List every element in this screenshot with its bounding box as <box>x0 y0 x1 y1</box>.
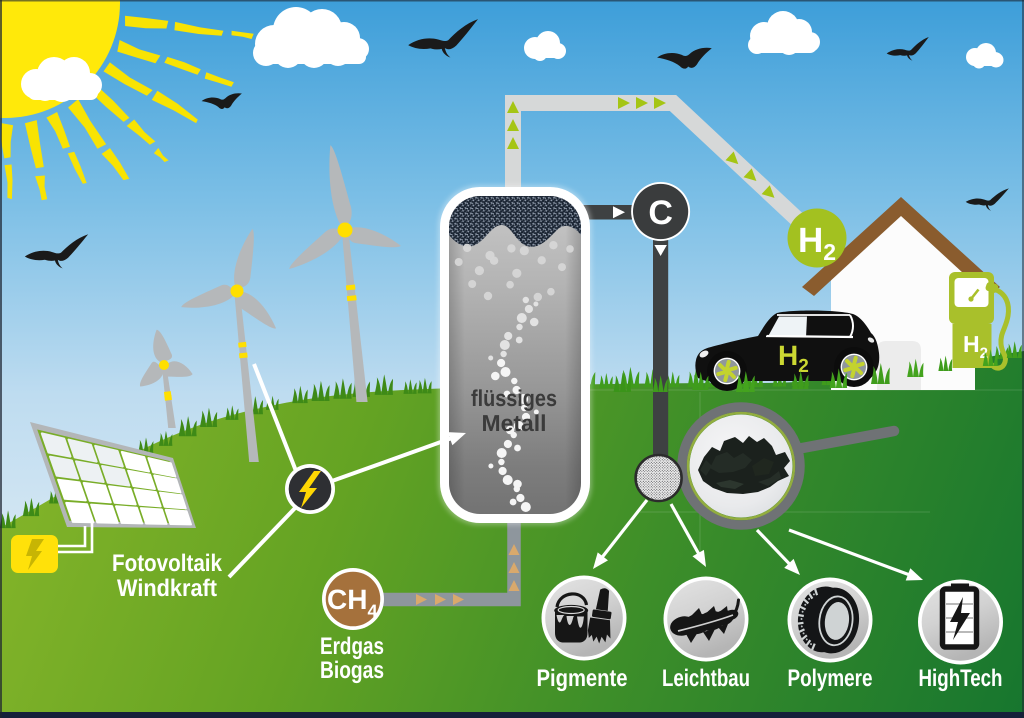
svg-text:Metall: Metall <box>482 410 547 436</box>
svg-text:HighTech: HighTech <box>919 665 1003 692</box>
svg-text:Windkraft: Windkraft <box>117 575 217 602</box>
svg-text:flüssiges: flüssiges <box>471 385 557 411</box>
svg-text:Fotovoltaik: Fotovoltaik <box>112 550 223 577</box>
svg-text:CH4: CH4 <box>327 584 377 621</box>
svg-text:Polymere: Polymere <box>788 665 873 692</box>
svg-text:Pigmente: Pigmente <box>537 665 628 692</box>
svg-text:Leichtbau: Leichtbau <box>662 665 750 692</box>
svg-text:Biogas: Biogas <box>320 657 384 684</box>
svg-text:Erdgas: Erdgas <box>320 633 384 660</box>
svg-text:C: C <box>648 194 673 232</box>
